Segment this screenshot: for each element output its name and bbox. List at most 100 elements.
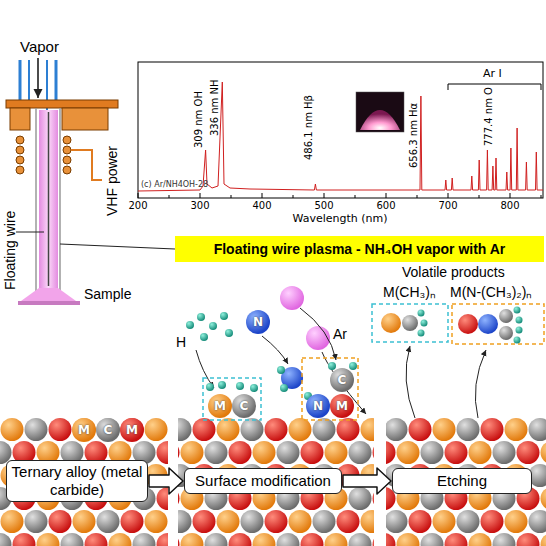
hydrogen-atom (516, 317, 523, 324)
hydrogen-atom (209, 322, 217, 330)
tick-label: 800 (500, 200, 519, 212)
part-label: Floating wire (2, 211, 19, 290)
box-text: Ternary alloy (metal carbide) (11, 463, 143, 499)
hydrogen-atom (236, 382, 244, 390)
flux-arrow (196, 350, 214, 388)
carbon-atom (499, 326, 513, 340)
species-label: H (176, 334, 186, 351)
peak-label: 486.1 nm Hβ (303, 95, 315, 160)
hydrogen-atom (225, 329, 233, 337)
process-box: Etching (392, 468, 532, 494)
range-label: Ar I (483, 67, 502, 80)
desorption-arrow (406, 346, 415, 418)
banner-text: Floating wire plasma - NH₄OH vapor with … (214, 241, 506, 257)
dashed-group-box (302, 358, 358, 420)
atom-symbol: N (253, 316, 263, 328)
hydrogen-atom (516, 327, 523, 334)
hydrogen-atom (197, 313, 205, 321)
atom-symbol: M (336, 400, 348, 412)
coil-turn (63, 146, 71, 154)
range-bracket (448, 84, 541, 90)
alloy-lattice (0, 418, 168, 546)
hydrogen-atom (514, 307, 521, 314)
hydrogen-atom (186, 321, 194, 329)
process-arrow (149, 468, 183, 494)
part-label: Sample (84, 286, 131, 303)
atom-circle: C (330, 368, 354, 392)
tick-label: 200 (128, 200, 147, 212)
atom-symbol: M (126, 424, 138, 436)
box-text: Etching (437, 472, 487, 490)
coil-turn (16, 156, 24, 164)
flange (10, 108, 30, 130)
spectrum-plot (138, 62, 543, 198)
plasma-photo (356, 92, 404, 132)
argon-atom (306, 326, 330, 350)
carbon-atom (499, 309, 513, 323)
box-text: Surface modification (195, 472, 331, 490)
hydrogen-atom (250, 384, 258, 392)
atom-circle: C (96, 418, 120, 442)
atom-symbol: M (78, 424, 90, 436)
atom-symbol: M (214, 400, 226, 412)
plasma-column (39, 110, 58, 290)
atom-circle: M (330, 394, 354, 418)
peak-label: 309 nm OH (193, 91, 205, 148)
metal-atom (458, 314, 478, 334)
flux-arrow (300, 308, 336, 360)
flange (6, 100, 118, 108)
atom-circle: N (306, 394, 330, 418)
hydrogen-atom (200, 333, 208, 341)
volatile-products (372, 304, 544, 418)
hydrogen-atom (418, 310, 425, 317)
argon-atom (280, 286, 304, 310)
atom-circle: M (120, 418, 144, 442)
sample-stage (18, 301, 80, 305)
hydrogen-atom (418, 330, 425, 337)
tick-label: 400 (252, 200, 271, 212)
dashed-group-box (203, 378, 261, 420)
peak-label: 656.3 nm Hα (408, 103, 420, 168)
glass-tube (35, 108, 37, 292)
hydrogen-atom (206, 383, 214, 391)
peak-label: 336 nm NH (209, 79, 221, 136)
hydrogen-atom (349, 362, 357, 370)
metal-atom (381, 313, 401, 333)
process-box: Surface modification (184, 468, 342, 494)
coil-turn (16, 146, 24, 154)
tick-label: 700 (438, 200, 457, 212)
vapor-tube (55, 60, 58, 102)
dashed-group-box (452, 304, 544, 344)
hydrogen-atom (280, 384, 288, 392)
atom-circle: M (208, 394, 232, 418)
vhf-lead (71, 150, 102, 180)
axis-title: Wavelength (nm) (292, 212, 387, 225)
leader-line (60, 244, 175, 249)
coil-turn (63, 166, 71, 174)
carbon-atom (402, 315, 418, 331)
plasma-photo-glow (360, 110, 400, 130)
hydrogen-atom (277, 366, 285, 374)
axis-ticks (138, 193, 541, 198)
formula-label: M(N-(CH₃)₂)ₙ (450, 284, 532, 301)
vapor-arrow (37, 58, 39, 98)
process-arrow (343, 468, 391, 494)
process-box: Ternary alloy (metal carbide) (6, 460, 148, 502)
tick-label: 600 (376, 200, 395, 212)
vapor-tube (46, 60, 48, 118)
atom-symbol: N (313, 400, 323, 412)
coil-turn (16, 166, 24, 174)
spectrum-trace (138, 82, 543, 191)
atom-circle: N (246, 310, 270, 334)
atom-symbol: C (338, 374, 347, 386)
hydrogen-atom (220, 312, 228, 320)
modified-surface (203, 358, 358, 420)
flux-arrow (262, 336, 288, 364)
power-label: VHF power (104, 146, 121, 216)
plasma-plume (21, 288, 76, 301)
coil-turn (63, 136, 71, 144)
atom-symbol: C (104, 424, 113, 436)
input-label: Vapor (20, 38, 59, 56)
formula-label: M(CH₃)ₙ (383, 284, 436, 301)
